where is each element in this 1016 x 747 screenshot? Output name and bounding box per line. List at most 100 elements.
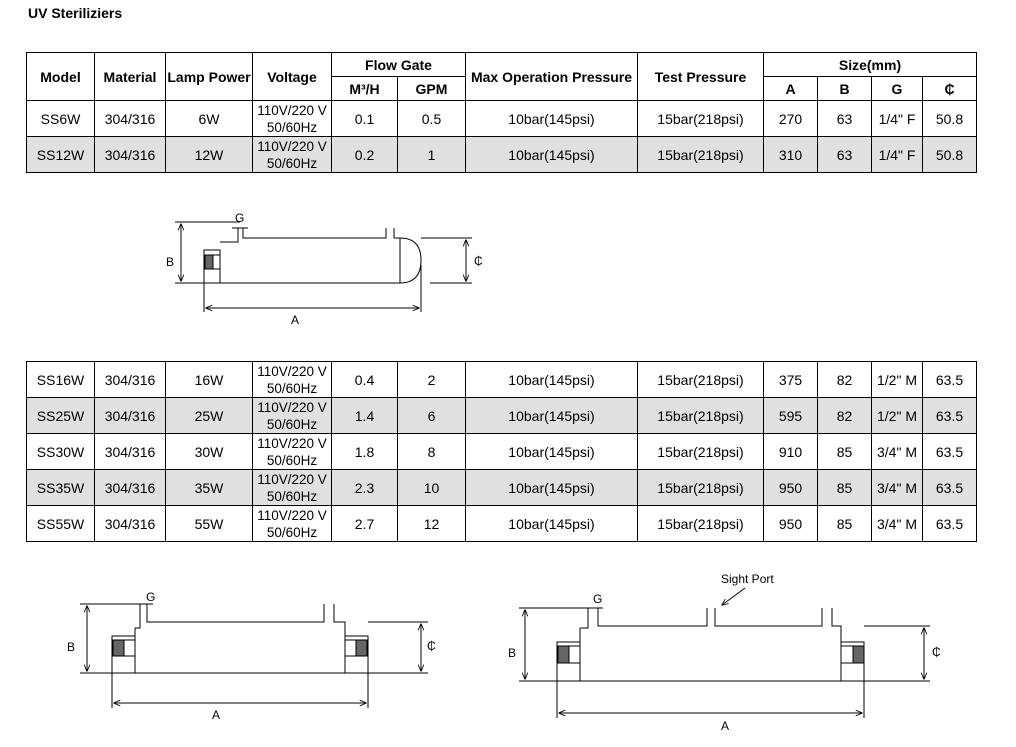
sight-port-label: Sight Port: [721, 572, 774, 586]
cell-flow-gpm: 6: [397, 397, 466, 434]
cell-voltage: 110V/220 V 50/60Hz: [252, 100, 332, 137]
cell-test-pressure: 15bar(218psi): [637, 397, 764, 434]
cell-max-pressure: 10bar(145psi): [465, 505, 638, 542]
cell-size-a: 310: [763, 136, 818, 173]
cell-flow-m3h: 1.8: [331, 433, 398, 470]
diagram3-label-g: G: [593, 592, 602, 606]
cell-size-dia: 63.5: [922, 361, 977, 398]
cell-lamp-power: 55W: [165, 505, 253, 542]
header-test-pressure: Test Pressure: [637, 52, 764, 101]
cell-test-pressure: 15bar(218psi): [637, 469, 764, 506]
diagram2-label-dia: ₵: [427, 639, 436, 653]
cell-test-pressure: 15bar(218psi): [637, 505, 764, 542]
cell-model: SS6W: [26, 100, 95, 137]
cell-flow-m3h: 0.2: [331, 136, 398, 173]
cell-test-pressure: 15bar(218psi): [637, 433, 764, 470]
cell-size-b: 82: [817, 397, 872, 434]
cell-max-pressure: 10bar(145psi): [465, 469, 638, 506]
cell-size-a: 950: [763, 505, 818, 542]
cell-size-b: 63: [817, 100, 872, 137]
cell-lamp-power: 35W: [165, 469, 253, 506]
cell-test-pressure: 15bar(218psi): [637, 136, 764, 173]
diagram1-label-dia: ₵: [474, 254, 483, 268]
cell-model: SS55W: [26, 505, 95, 542]
cell-flow-gpm: 8: [397, 433, 466, 470]
cell-size-g: 3/4" M: [871, 505, 923, 542]
cell-size-dia: 63.5: [922, 433, 977, 470]
cell-max-pressure: 10bar(145psi): [465, 397, 638, 434]
cell-flow-gpm: 1: [397, 136, 466, 173]
page-title: UV Steriliziers: [28, 5, 123, 21]
diagram2-label-b: B: [67, 640, 75, 654]
cell-model: SS12W: [26, 136, 95, 173]
diagram2-label-a: A: [212, 708, 220, 722]
cell-size-a: 595: [763, 397, 818, 434]
cell-model: SS16W: [26, 361, 95, 398]
header-gpm: GPM: [397, 76, 466, 101]
cell-max-pressure: 10bar(145psi): [465, 136, 638, 173]
diagram1-label-g: G: [235, 211, 244, 225]
cell-size-b: 85: [817, 505, 872, 542]
cell-flow-m3h: 2.3: [331, 469, 398, 506]
header-size: Size(mm): [763, 52, 977, 77]
header-material: Material: [94, 52, 166, 101]
header-size-b: B: [817, 76, 872, 101]
header-size-dia: ₵: [922, 76, 977, 101]
cell-test-pressure: 15bar(218psi): [637, 100, 764, 137]
header-size-a: A: [763, 76, 818, 101]
cell-flow-gpm: 0.5: [397, 100, 466, 137]
cell-voltage: 110V/220 V 50/60Hz: [252, 136, 332, 173]
header-voltage: Voltage: [252, 52, 332, 101]
cell-voltage: 110V/220 V 50/60Hz: [252, 433, 332, 470]
cell-size-b: 63: [817, 136, 872, 173]
cell-material: 304/316: [94, 397, 166, 434]
cell-material: 304/316: [94, 100, 166, 137]
diagram3-label-a: A: [721, 719, 729, 733]
cell-size-g: 3/4" M: [871, 433, 923, 470]
cell-size-g: 1/4" F: [871, 100, 923, 137]
diagram1-label-a: A: [291, 313, 299, 327]
header-model: Model: [26, 52, 95, 101]
cell-size-b: 82: [817, 361, 872, 398]
diagram3-label-b: B: [508, 646, 516, 660]
cell-lamp-power: 25W: [165, 397, 253, 434]
cell-lamp-power: 6W: [165, 100, 253, 137]
diagram2-label-g: G: [146, 590, 155, 604]
spec-table-small: Model Material Lamp Power Voltage Flow G…: [26, 52, 977, 173]
header-lamp-power: Lamp Power: [165, 52, 253, 101]
cell-size-dia: 50.8: [922, 100, 977, 137]
cell-size-dia: 63.5: [922, 397, 977, 434]
diagram3-label-dia: ₵: [932, 645, 941, 659]
cell-size-b: 85: [817, 469, 872, 506]
cell-size-a: 950: [763, 469, 818, 506]
cell-material: 304/316: [94, 136, 166, 173]
cell-max-pressure: 10bar(145psi): [465, 100, 638, 137]
cell-size-a: 270: [763, 100, 818, 137]
cell-size-b: 85: [817, 433, 872, 470]
diagram1-label-b: B: [166, 255, 174, 269]
cell-flow-m3h: 2.7: [331, 505, 398, 542]
cell-material: 304/316: [94, 433, 166, 470]
cell-flow-gpm: 2: [397, 361, 466, 398]
cell-voltage: 110V/220 V 50/60Hz: [252, 505, 332, 542]
diagram-small-sterilizer: [175, 221, 472, 312]
diagram-double-end-sterilizer: [80, 603, 428, 708]
cell-size-g: 1/2" M: [871, 397, 923, 434]
cell-flow-gpm: 12: [397, 505, 466, 542]
header-max-pressure: Max Operation Pressure: [465, 52, 638, 101]
cell-size-a: 910: [763, 433, 818, 470]
diagram-sight-port-sterilizer: [519, 587, 930, 718]
cell-lamp-power: 16W: [165, 361, 253, 398]
header-size-g: G: [871, 76, 923, 101]
cell-material: 304/316: [94, 469, 166, 506]
cell-max-pressure: 10bar(145psi): [465, 433, 638, 470]
cell-flow-m3h: 1.4: [331, 397, 398, 434]
